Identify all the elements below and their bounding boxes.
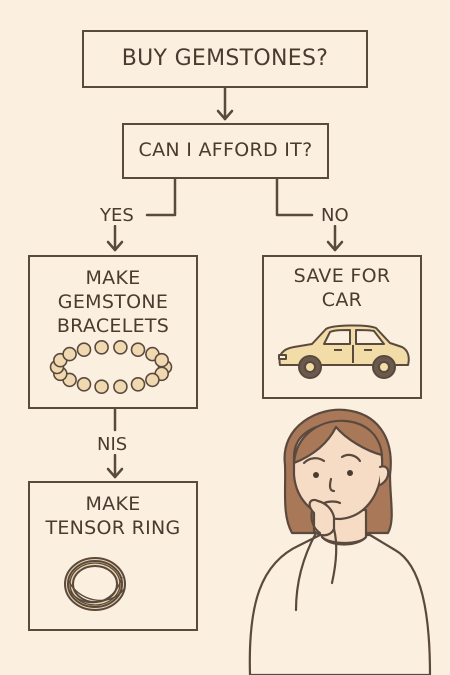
bead [130,342,146,357]
node-can-i-afford: CAN I AFFORD IT? [122,123,329,179]
edge-label-nis: NIS [94,436,131,454]
thinking-woman-illustration [248,408,432,675]
bead [130,376,146,392]
edge-label-yes: YES [97,207,137,225]
bead [113,340,128,355]
edge-label-no: NO [318,207,352,225]
bead [154,352,169,368]
car-icon [278,324,410,379]
node-can-i-afford-label: CAN I AFFORD IT? [138,139,313,162]
bead-bracelet-icon [49,340,173,395]
node-make-bracelets-label: MAKE GEMSTONE BRACELETS [56,267,170,337]
bead [76,342,92,357]
connector-yes [145,177,177,217]
bead [113,379,128,395]
bead [94,340,109,355]
tensor-ring-icon [64,557,126,611]
connector-no [275,177,314,217]
node-save-for-car-label: SAVE FOR CAR [293,265,391,311]
node-make-bracelets: MAKE GEMSTONE BRACELETS [28,255,198,409]
node-buy-gemstones: BUY GEMSTONES? [82,30,368,88]
bead [94,379,109,395]
node-save-for-car: SAVE FOR CAR [262,255,422,399]
bead [62,346,77,362]
node-buy-gemstones-label: BUY GEMSTONES? [121,46,329,72]
bead [76,376,92,392]
node-make-tensor-ring: MAKE TENSOR RING [28,481,198,631]
bead [145,372,160,388]
node-make-tensor-ring-label: MAKE TENSOR RING [45,493,181,539]
